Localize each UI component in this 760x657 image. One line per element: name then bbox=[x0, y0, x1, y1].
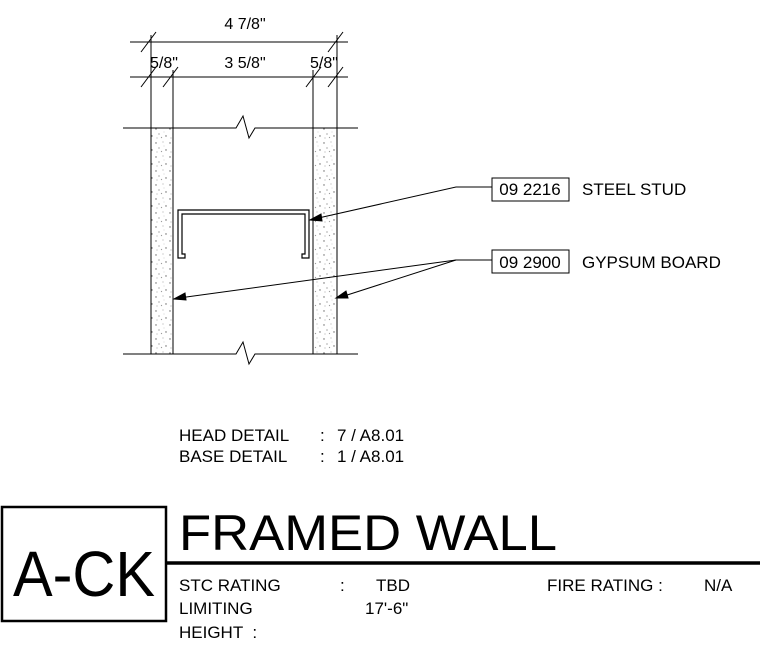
head-detail-value: 7 / A8.01 bbox=[337, 426, 404, 445]
dimension-overall bbox=[130, 31, 348, 128]
bottom-break-line bbox=[123, 340, 358, 366]
dimension-right-board-label: 5/8" bbox=[310, 55, 338, 72]
stc-rating-sep: : bbox=[340, 576, 345, 595]
fire-rating-label: FIRE RATING : bbox=[547, 576, 663, 595]
steel-stud bbox=[177, 209, 310, 259]
dimension-overall-label: 4 7/8" bbox=[224, 16, 265, 33]
callout-gypsum-board-label: GYPSUM BOARD bbox=[582, 253, 721, 272]
wall-type-title: FRAMED WALL bbox=[179, 505, 557, 561]
leader-steel-stud bbox=[308, 186, 492, 222]
stc-rating-value: TBD bbox=[376, 576, 410, 595]
callout-steel-stud-box bbox=[491, 177, 570, 202]
limiting-height-label-line1: LIMITING bbox=[179, 599, 253, 618]
stc-rating-label: STC RATING bbox=[179, 576, 281, 595]
leader-gypsum-board bbox=[172, 259, 492, 301]
callout-gypsum-board-box bbox=[491, 249, 570, 274]
callout-steel-stud-label: STEEL STUD bbox=[582, 180, 686, 199]
limiting-height-label-line2: HEIGHT : bbox=[179, 623, 257, 642]
callout-gypsum-board-code: 09 2900 bbox=[499, 253, 560, 272]
limiting-height-value: 17'-6" bbox=[365, 599, 408, 618]
fire-rating-value: N/A bbox=[704, 576, 733, 595]
dimension-left-board-label: 5/8" bbox=[150, 55, 178, 72]
gypsum-board-left bbox=[150, 127, 174, 355]
base-detail-label: BASE DETAIL bbox=[179, 447, 287, 466]
dimension-stud-label: 3 5/8" bbox=[224, 55, 265, 72]
gypsum-board-right bbox=[312, 127, 338, 355]
base-detail-value: 1 / A8.01 bbox=[337, 447, 404, 466]
dimension-parts bbox=[130, 66, 348, 128]
head-detail-sep: : bbox=[320, 426, 325, 445]
head-detail-label: HEAD DETAIL bbox=[179, 426, 289, 445]
base-detail-sep: : bbox=[320, 447, 325, 466]
wall-tag: A-CK bbox=[13, 538, 155, 610]
top-break-line bbox=[123, 114, 358, 140]
callout-steel-stud-code: 09 2216 bbox=[499, 180, 560, 199]
